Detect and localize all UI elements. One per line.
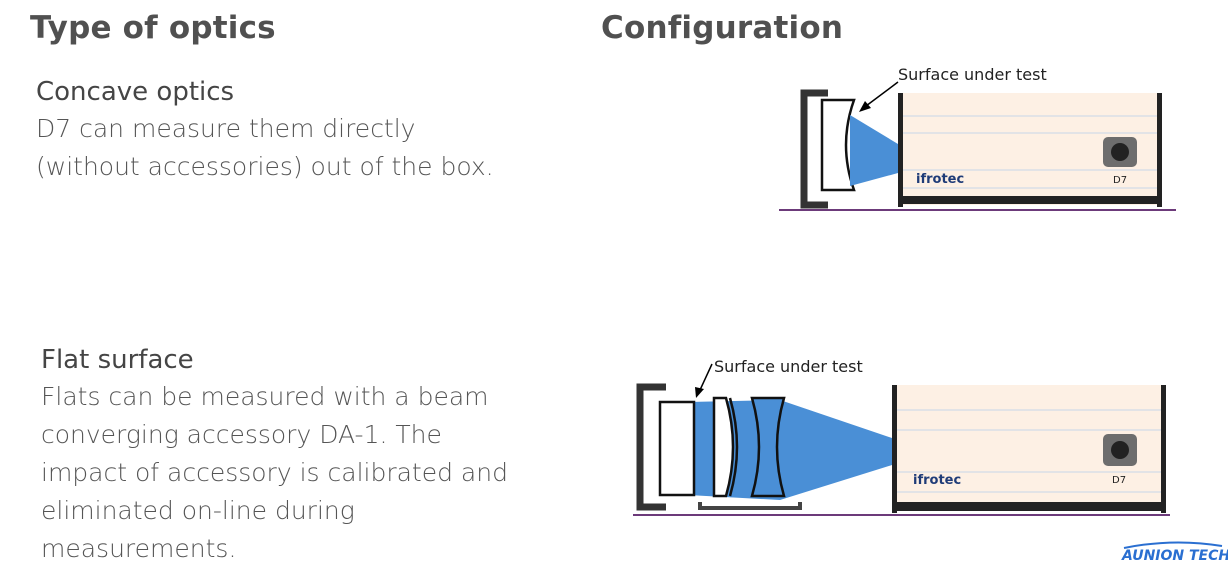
text-line: Flats can be measured with a beam	[41, 382, 489, 411]
concave-configuration-diagram: ifrotec D7 Surface under test	[779, 65, 1176, 211]
model-label: D7	[1113, 175, 1127, 186]
callout-arrow-line	[699, 363, 713, 391]
flat-surface-description: Flats can be measured with a beam conver…	[41, 378, 561, 568]
da1-lens-2	[728, 397, 739, 497]
device-frame-left	[892, 385, 897, 513]
da1-lens-1	[712, 396, 735, 498]
surface-under-test-label: Surface under test	[714, 357, 863, 376]
flat-surface-block: Flat surface Flats can be measured with …	[41, 342, 561, 568]
text-line: measurements.	[41, 534, 237, 563]
difrotec-brand-text: ifrotec	[916, 172, 964, 187]
sensor-lens-icon	[1111, 143, 1129, 161]
device-frame-left	[898, 93, 903, 207]
flat-surface-title: Flat surface	[41, 345, 194, 375]
text-line: impact of accessory is calibrated and	[41, 458, 508, 487]
device-frame-right	[1157, 93, 1162, 207]
callout-arrowhead	[859, 101, 871, 112]
concave-optics-block: Concave optics D7 can measure them direc…	[36, 74, 556, 186]
sensor-lens-icon	[1111, 441, 1129, 459]
measurement-beam	[850, 115, 898, 186]
heading-configuration: Configuration	[601, 10, 844, 46]
concave-optics-description: D7 can measure them directly (without ac…	[36, 110, 556, 186]
concave-optic-lens	[820, 98, 856, 192]
device-frame-right	[1161, 385, 1166, 513]
text-line: (without accessories) out of the box.	[36, 152, 494, 181]
concave-optics-title: Concave optics	[36, 77, 235, 107]
device-frame-bottom	[892, 502, 1166, 511]
device-frame-bottom	[898, 196, 1162, 204]
heading-type-of-optics: Type of optics	[30, 10, 276, 46]
measurement-beam	[688, 400, 892, 500]
callout-arrow-line	[865, 81, 899, 107]
text-line: D7 can measure them directly	[36, 114, 416, 143]
callout-arrowhead	[695, 387, 704, 398]
difrotec-brand-text: ifrotec	[913, 473, 961, 488]
accessory-rail	[698, 502, 802, 510]
model-label: D7	[1112, 475, 1126, 486]
logo-text: AUNION TECH	[1121, 548, 1228, 564]
mount-bracket	[636, 383, 666, 511]
logo-swoosh	[1123, 541, 1223, 549]
flat-optic	[658, 400, 696, 497]
da1-lens-3	[750, 396, 786, 498]
text-line: converging accessory DA-1. The	[41, 420, 442, 449]
aunion-tech-logo: AUNION TECH	[1121, 541, 1228, 564]
mount-bracket	[800, 89, 828, 209]
flat-surface-configuration-diagram: ifrotec D7 Surface under test	[633, 357, 1170, 516]
surface-under-test-label: Surface under test	[898, 65, 1047, 84]
text-line: eliminated on-line during	[41, 496, 355, 525]
